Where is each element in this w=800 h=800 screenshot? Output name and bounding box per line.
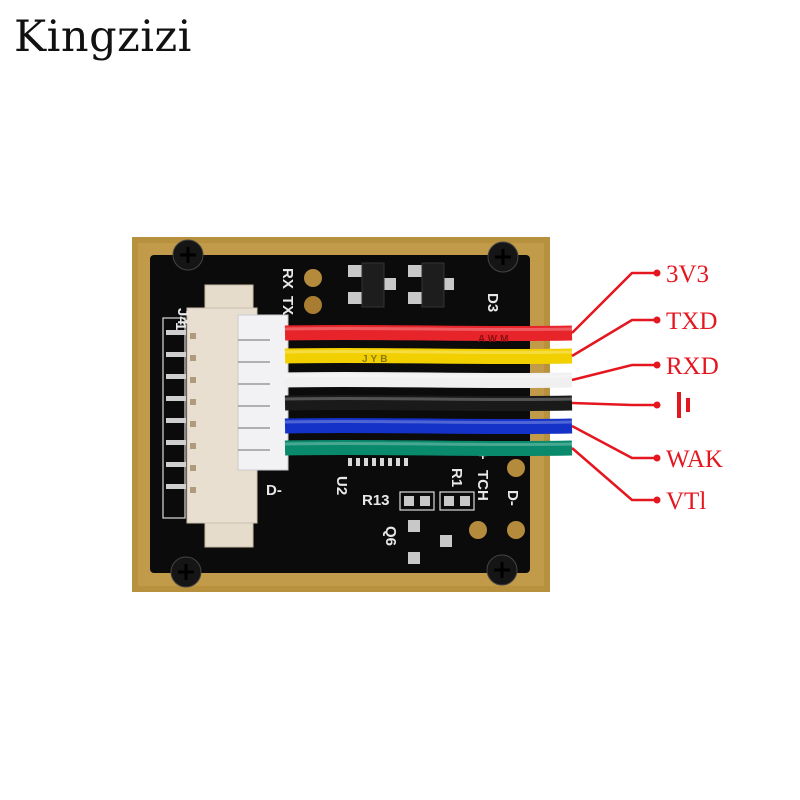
pin-label-wak: WAK bbox=[666, 446, 723, 473]
screw-icon bbox=[170, 556, 202, 588]
leader-line bbox=[571, 271, 657, 334]
brand-watermark: Kingzizi bbox=[14, 12, 192, 62]
wire-highlight bbox=[284, 373, 573, 379]
silk-jyb: JYB bbox=[362, 354, 390, 365]
leader-dot bbox=[653, 496, 661, 504]
silk-d3: D3 bbox=[484, 293, 501, 312]
leader-line bbox=[571, 401, 657, 407]
leader-line bbox=[571, 424, 657, 460]
silk-d-minus-left: D- bbox=[266, 482, 282, 499]
leader-dot bbox=[653, 361, 661, 369]
silk-d-minus-right: D- bbox=[504, 490, 521, 506]
pin-label-3v3: 3V3 bbox=[666, 261, 709, 288]
tx-pad bbox=[304, 296, 322, 314]
leader-dot bbox=[653, 401, 661, 409]
leader-line bbox=[571, 318, 657, 358]
leader-dot bbox=[653, 454, 661, 462]
leader-dot bbox=[653, 316, 661, 324]
wire-txd bbox=[284, 347, 573, 365]
wire-wak bbox=[284, 417, 573, 435]
silk-r1: R1 bbox=[448, 468, 465, 487]
pin-label-rxd: RXD bbox=[666, 353, 719, 380]
silk-j4: J4 bbox=[174, 308, 191, 325]
wire-vtl bbox=[284, 439, 573, 457]
screw-icon bbox=[486, 554, 518, 586]
transistor-chip bbox=[348, 262, 396, 308]
q6-pads bbox=[408, 520, 452, 564]
d-plus-pad bbox=[507, 459, 525, 477]
silk-tx: TX bbox=[279, 296, 296, 315]
silk-pin1: 1 bbox=[172, 322, 189, 330]
wire-highlight bbox=[284, 349, 573, 355]
wire-bundle bbox=[284, 324, 573, 457]
silk-u2: U2 bbox=[333, 476, 350, 495]
leader-line bbox=[571, 363, 657, 382]
wire-plug bbox=[237, 314, 289, 471]
wire-highlight bbox=[284, 396, 573, 402]
wire-highlight bbox=[284, 419, 573, 425]
resistor-pads bbox=[399, 491, 475, 511]
wire-rxd bbox=[284, 371, 573, 389]
transistor-chip bbox=[408, 262, 454, 308]
screw-icon bbox=[487, 241, 519, 273]
wire-highlight bbox=[284, 326, 573, 332]
silk-q6: Q6 bbox=[382, 526, 399, 546]
tch-pad bbox=[469, 521, 487, 539]
silk-tch: TCH bbox=[474, 470, 491, 501]
screw-icon bbox=[172, 239, 204, 271]
silk-r13: R13 bbox=[362, 492, 390, 509]
header-pins bbox=[166, 330, 186, 489]
silk-rx: RX bbox=[279, 268, 296, 289]
cable-print-awm: AWM bbox=[478, 334, 511, 345]
leader-dot bbox=[653, 269, 661, 277]
wire-highlight bbox=[284, 441, 573, 447]
u2-ic-pins bbox=[348, 458, 408, 466]
d-minus-pad bbox=[507, 521, 525, 539]
wire-3v3 bbox=[284, 324, 573, 342]
leader-line bbox=[571, 447, 657, 502]
wire-gnd bbox=[284, 394, 573, 412]
pin-label-vtl: VTl bbox=[666, 488, 706, 515]
ground-icon: GND bbox=[677, 392, 690, 418]
pin-label-txd: TXD bbox=[666, 308, 717, 335]
rx-pad bbox=[304, 269, 322, 287]
